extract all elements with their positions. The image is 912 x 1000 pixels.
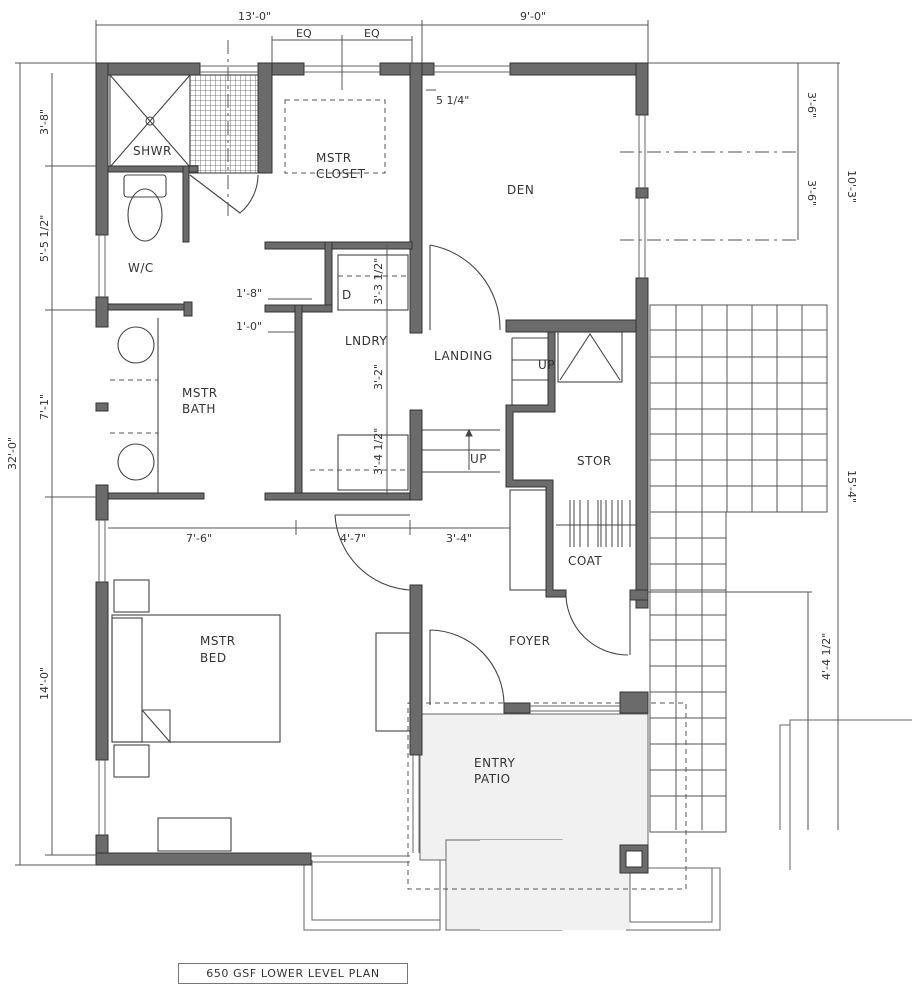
dimension-labels: 13'-0" 9'-0" EQ EQ 5 1/4" 32'-0" 3'-8" 5…: [6, 10, 858, 700]
dim-3-4: 3'-4": [446, 532, 472, 545]
dimension-lines: [15, 20, 840, 866]
dim-den-3-6-b: 3'-6": [805, 180, 818, 206]
dim-den-3-6-a: 3'-6": [805, 92, 818, 118]
label-foyer: FOYER: [509, 634, 550, 648]
dim-top-9: 9'-0": [520, 10, 546, 23]
door-swings: [189, 174, 631, 706]
dim-eq-1: EQ: [296, 27, 312, 40]
label-landing: LANDING: [434, 349, 493, 363]
dim-laundry-3-3: 3'-3 1/2": [372, 258, 385, 305]
stair-arrow: [465, 428, 473, 470]
dim-4-7: 4'-7": [340, 532, 366, 545]
coat-hangers: [569, 500, 631, 547]
dim-laundry-3-2: 3'-2": [372, 364, 385, 390]
dim-1-8: 1'-8": [236, 287, 262, 300]
label-stair-up-1: UP: [538, 358, 555, 372]
dim-left-14: 14'-0": [38, 667, 51, 700]
walls: [95, 62, 649, 866]
dim-den-offset: 5 1/4": [436, 94, 469, 107]
drawing-title: 650 GSF LOWER LEVEL PLAN: [206, 967, 380, 980]
label-entry-patio-2: PATIO: [474, 772, 511, 786]
label-laundry: LNDRY: [345, 334, 387, 348]
dim-7-6: 7'-6": [186, 532, 212, 545]
dim-right-15-4: 15'-4": [845, 470, 858, 503]
roof-overhang-outline: [407, 702, 687, 890]
dim-eq-2: EQ: [364, 27, 380, 40]
centerlines: [227, 40, 800, 471]
label-wc: W/C: [128, 261, 154, 275]
label-stair-up-2: UP: [470, 452, 487, 466]
dim-left-7-1: 7'-1": [38, 394, 51, 420]
dim-left-5-5: 5'-5 1/2": [38, 215, 51, 262]
label-master-closet-1: MSTR: [316, 151, 352, 165]
label-shower: SHWR: [133, 144, 172, 158]
label-master-bath-1: MSTR: [182, 386, 218, 400]
deck-grid: [649, 304, 828, 833]
drawing-title-block: 650 GSF LOWER LEVEL PLAN: [178, 963, 408, 984]
dim-laundry-3-4: 3'-4 1/2": [372, 428, 385, 475]
label-master-closet-2: CLOSET: [316, 167, 366, 181]
label-dryer: D: [342, 288, 352, 302]
label-entry-patio-1: ENTRY: [474, 756, 515, 770]
dim-den-10-3: 10'-3": [845, 170, 858, 203]
dim-1-0: 1'-0": [236, 320, 262, 333]
label-coat: COAT: [568, 554, 602, 568]
label-master-bath-2: BATH: [182, 402, 216, 416]
dim-left-32: 32'-0": [6, 437, 19, 470]
site-outlines: [303, 719, 912, 931]
room-labels: SHWR W/C MSTR CLOSET DEN D LNDRY LANDING…: [128, 144, 612, 786]
dim-left-3-8: 3'-8": [38, 109, 51, 135]
dim-foyer-4-4: 4'-4 1/2": [820, 633, 833, 680]
label-master-bed-1: MSTR: [200, 634, 236, 648]
entry-patio-paving: [419, 713, 649, 931]
dim-top-13: 13'-0": [238, 10, 271, 23]
label-master-bed-2: BED: [200, 651, 227, 665]
label-den: DEN: [507, 183, 534, 197]
label-storage: STOR: [577, 454, 612, 468]
